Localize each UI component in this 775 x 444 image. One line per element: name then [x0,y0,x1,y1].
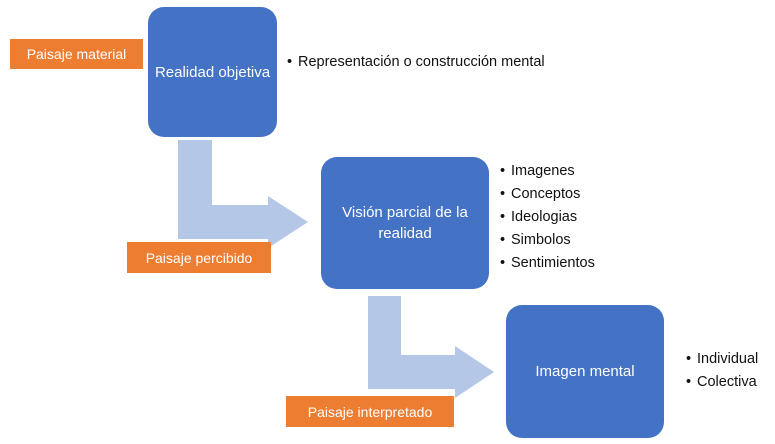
bullet-text: Ideologias [511,209,578,225]
tag-paisaje-percibido-label: Paisaje percibido [145,249,253,266]
node-imagen-mental: Imagen mental [506,305,664,438]
bullet-text: Conceptos [511,186,581,202]
tag-paisaje-material-label: Paisaje material [26,46,127,62]
bullets-imagen: Individual Colectiva [686,348,774,394]
bullet-item: Simbolos [500,229,640,252]
arrow-vision-to-imagen [368,296,494,398]
bullet-text: Individual [697,351,759,367]
bullet-item: Sentimientos [500,252,640,275]
node-vision-parcial-label: Visión parcial de la realidad [342,204,468,242]
tag-paisaje-percibido: Paisaje percibido [127,242,271,273]
node-realidad-objetiva-label: Realidad objetiva [154,63,271,81]
bullet-text: Representación o construcción mental [298,54,545,70]
bullet-text: Colectiva [697,374,757,390]
node-imagen-mental-label: Imagen mental [535,363,635,380]
tag-paisaje-material: Paisaje material [10,39,143,69]
tag-paisaje-interpretado: Paisaje interpretado [286,396,454,427]
arrow-realidad-to-vision [178,140,308,248]
bullet-item: Colectiva [686,371,774,394]
bullet-item: Individual [686,348,774,371]
bullet-item: Representación o construcción mental [287,51,547,74]
node-vision-parcial: Visión parcial de la realidad [321,157,489,289]
bullet-item: Ideologias [500,206,640,229]
bullet-item: Conceptos [500,183,640,206]
bullets-realidad: Representación o construcción mental [287,51,547,74]
bullets-vision: Imagenes Conceptos Ideologias Simbolos S… [500,160,640,275]
tag-paisaje-interpretado-label: Paisaje interpretado [307,403,433,420]
bullet-text: Imagenes [511,163,575,179]
bullet-text: Sentimientos [511,255,595,271]
node-realidad-objetiva: Realidad objetiva [148,7,277,137]
bullet-item: Imagenes [500,160,640,183]
bullet-text: Simbolos [511,232,571,248]
